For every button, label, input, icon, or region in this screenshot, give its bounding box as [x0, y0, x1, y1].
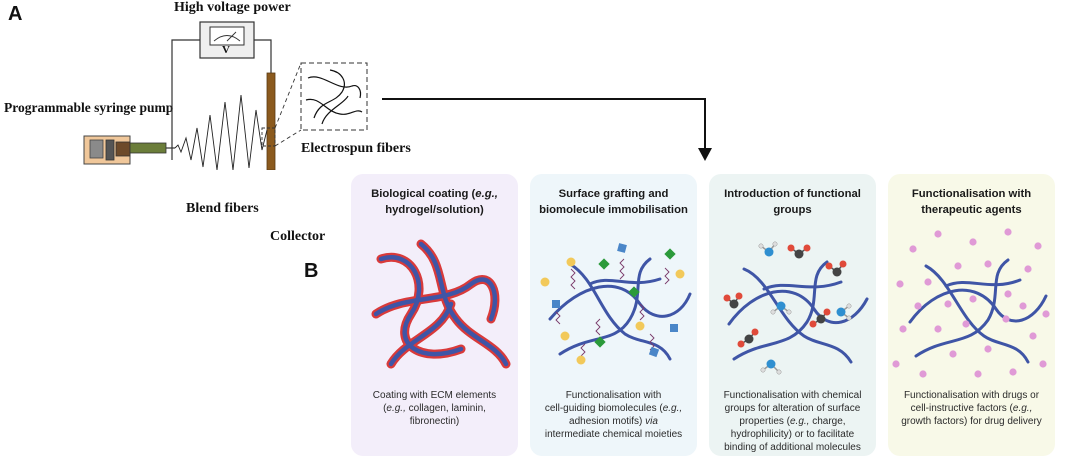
card-title-line: Surface grafting and [558, 188, 669, 200]
syringe-pump-icon [83, 135, 175, 165]
card-desc-line: Coating with ECM elements [372, 390, 497, 401]
drug-loaded-fibers-illustration [892, 228, 1050, 378]
card-title-line: Introduction of functional [724, 188, 861, 200]
card-description: Coating with ECM elements (e.g., collage… [351, 389, 518, 428]
card-description: Functionalisation with drugs or cell-ins… [888, 389, 1055, 428]
high-voltage-label: High voltage power [174, 0, 291, 15]
panel-b-letter: B [304, 260, 319, 282]
card-desc-line: Functionalisation with chemical [723, 390, 862, 401]
electrospinning-setup [83, 21, 712, 170]
card-desc-line: intermediate chemical moieties [544, 429, 683, 440]
card-title: Functionalisation with therapeutic agent… [888, 186, 1055, 218]
collector-label: Collector [270, 229, 326, 244]
panel-a-letter: A [8, 3, 23, 25]
card-functional-groups: Introduction of functional groups Functi… [709, 174, 876, 456]
voltmeter-icon [199, 21, 255, 59]
card-title-line: hydrogel/solution) [385, 204, 484, 216]
card-title: Surface grafting and biomolecule immobil… [530, 186, 697, 218]
card-title-line: therapeutic agents [921, 204, 1022, 216]
card-title-line: biomolecule immobilisation [539, 204, 688, 216]
chemical-group-molecules [723, 241, 852, 375]
card-surface-grafting: Surface grafting and biomolecule immobil… [530, 174, 697, 456]
coated-fibers-illustration [371, 239, 511, 369]
power-wire [171, 39, 272, 160]
syringe-pump-label: Programmable syringe pump [4, 100, 174, 115]
blend-fibers-label: Blend fibers [186, 201, 259, 216]
electrospun-fibers-inset [300, 62, 368, 131]
card-desc-line: adhesion motifs) via [569, 416, 658, 427]
functional-group-fibers-illustration [723, 241, 869, 375]
card-desc-line: fibronectin) [409, 416, 460, 427]
zoom-region [261, 127, 276, 147]
collector-plate [266, 72, 276, 170]
card-desc-line: (e.g., collagen, laminin, [383, 403, 486, 414]
fiber-jet [174, 94, 268, 170]
card-desc-line: cell-guiding biomolecules (e.g., [544, 403, 683, 414]
card-desc-line: Functionalisation with [565, 390, 662, 401]
card-description: Functionalisation with chemical groups f… [709, 389, 876, 454]
card-description: Functionalisation with cell-guiding biom… [530, 389, 697, 441]
card-desc-line: hydrophilicity) or to facilitate [730, 429, 855, 440]
card-title-line: Biological coating (e.g., [371, 188, 498, 200]
drug-particles [892, 228, 1050, 378]
card-desc-line: binding of additional molecules [724, 442, 861, 453]
electrospun-fibers-label: Electrospun fibers [301, 141, 411, 156]
card-desc-line: growth factors) for drug delivery [901, 416, 1042, 427]
card-title-line: Functionalisation with [911, 188, 1032, 200]
voltmeter-label: V [222, 44, 230, 56]
grafted-fibers-illustration [540, 243, 692, 365]
flow-arrow [382, 98, 712, 161]
card-title: Introduction of functional groups [709, 186, 876, 218]
card-desc-line: cell-instructive factors (e.g., [910, 403, 1033, 414]
card-title-line: groups [773, 204, 812, 216]
card-title: Biological coating (e.g., hydrogel/solut… [351, 186, 518, 218]
card-desc-line: groups for alteration of surface [724, 403, 861, 414]
card-therapeutic-agents: Functionalisation with therapeutic agent… [888, 174, 1055, 456]
card-desc-line: Functionalisation with drugs or [903, 390, 1040, 401]
card-biological-coating: Biological coating (e.g., hydrogel/solut… [351, 174, 518, 456]
card-desc-line: properties (e.g., charge, [739, 416, 846, 427]
adhesion-motif-markers [540, 243, 685, 365]
